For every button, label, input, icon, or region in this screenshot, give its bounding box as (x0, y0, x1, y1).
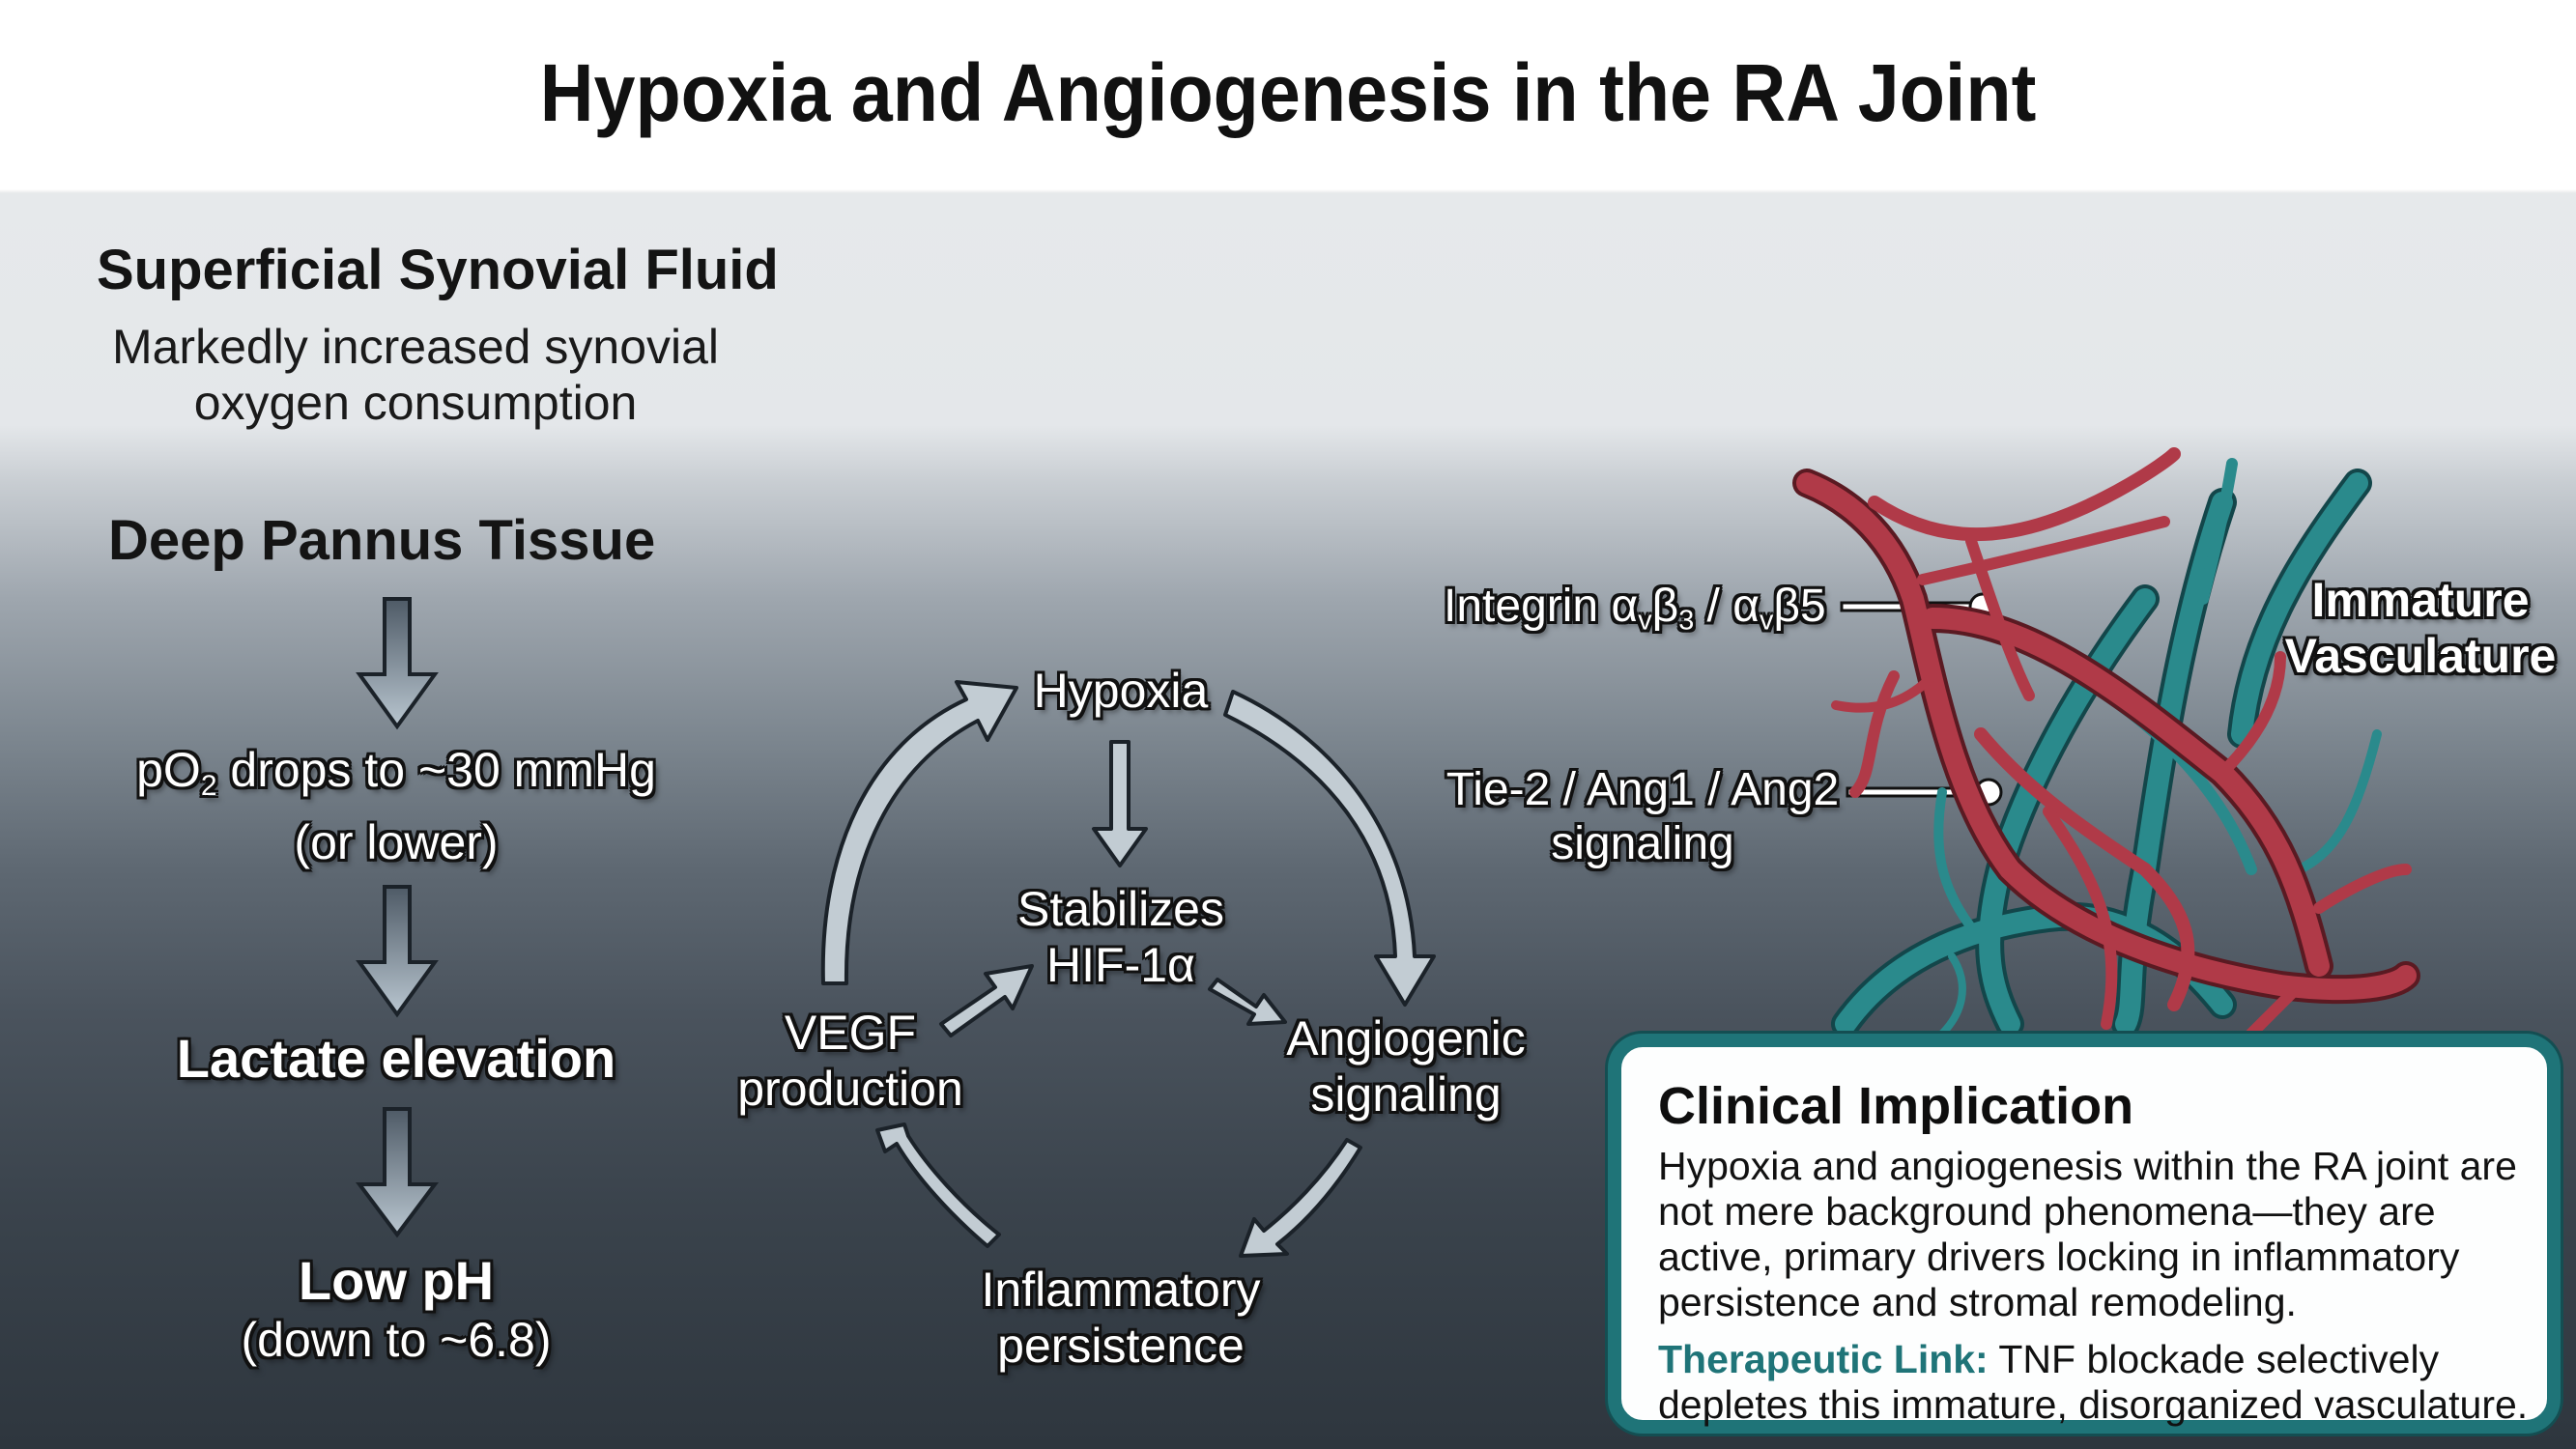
callout-tie2-line-1: Tie-2 / Ang1 / Ang2 (1445, 764, 1840, 815)
cycle-vegf-line-2: production (737, 1062, 963, 1116)
immature-vasculature-line-1: Immature (2311, 573, 2530, 627)
cycle-angiogenic: Angiogenic signaling (1266, 1010, 1546, 1122)
down-arrow-icon (356, 885, 439, 1018)
arrow-vegf-to-hif (939, 964, 1034, 1037)
therapeutic-link: Therapeutic Link: TNF blockade selective… (1658, 1337, 2547, 1428)
cycle-angiogenic-line-1: Angiogenic (1286, 1011, 1526, 1065)
step-po2-line-2: (or lower) (294, 815, 499, 869)
callout-integrin-label: Integrin αvβ3 / αvβ5 (1444, 581, 1826, 637)
arrow-inflammatory-to-vegf (875, 1122, 1001, 1248)
page-title: Hypoxia and Angiogenesis in the RA Joint (539, 47, 2037, 138)
callout-tie2-line-2: signaling (1551, 818, 1734, 869)
superficial-line-2: oxygen consumption (193, 376, 638, 430)
step-low-ph-line-2: (down to ~6.8) (241, 1313, 552, 1367)
superficial-description: Markedly increased synovial oxygen consu… (77, 319, 754, 431)
therapeutic-link-label: Therapeutic Link: (1658, 1337, 1989, 1381)
superficial-heading: Superficial Synovial Fluid (97, 239, 779, 301)
cycle-hif-line-1: Stabilizes (1017, 882, 1224, 936)
step-po2-line-1: pO2 drops to ~30 mmHg (136, 743, 656, 802)
cycle-hif: Stabilizes HIF-1α (966, 881, 1275, 993)
arrow-vegf-to-hypoxia (820, 680, 1018, 985)
down-arrow-icon (356, 597, 439, 730)
clinical-body: Hypoxia and angiogenesis within the RA j… (1658, 1144, 2517, 1324)
callout-tie2-label: Tie-2 / Ang1 / Ang2 signaling (1440, 763, 1846, 871)
cycle-inflammatory-line-1: Inflammatory (981, 1263, 1261, 1317)
down-arrow-icon (356, 1107, 439, 1238)
cycle-inflammatory-line-2: persistence (997, 1319, 1245, 1373)
step-po2: pO2 drops to ~30 mmHg (or lower) (77, 742, 715, 870)
clinical-heading: Clinical Implication (1658, 1077, 2134, 1135)
cycle-hif-line-2: HIF-1α (1046, 938, 1195, 992)
arrow-hif-to-angiogenic (1208, 978, 1287, 1026)
cycle-inflammatory: Inflammatory persistence (966, 1262, 1275, 1374)
arrow-hypoxia-to-angiogenic (1223, 690, 1436, 1007)
immature-vasculature-line-2: Vasculature (2284, 629, 2557, 683)
step-low-ph: Low pH (down to ~6.8) (77, 1250, 715, 1368)
deep-heading: Deep Pannus Tissue (108, 509, 656, 572)
superficial-line-1: Markedly increased synovial (111, 320, 720, 374)
arrow-hypoxia-to-hif (1092, 740, 1148, 867)
clinical-implication-card: Clinical Implication Hypoxia and angioge… (1608, 1034, 2561, 1434)
immature-vasculature-illustration (1792, 447, 2420, 1039)
cycle-angiogenic-line-2: signaling (1310, 1067, 1502, 1122)
arrow-angiogenic-to-inflammatory (1239, 1138, 1362, 1258)
step-low-ph-line-1: Low pH (298, 1250, 495, 1311)
cycle-hypoxia: Hypoxia (1033, 664, 1209, 718)
immature-vasculature-label: Immature Vasculature (2280, 572, 2561, 684)
therapeutic-link-text: TNF blockade selectively depletes this i… (1658, 1337, 2529, 1427)
step-lactate: Lactate elevation (176, 1028, 616, 1089)
cycle-vegf: VEGF production (715, 1005, 986, 1117)
cycle-vegf-line-1: VEGF (784, 1006, 917, 1060)
